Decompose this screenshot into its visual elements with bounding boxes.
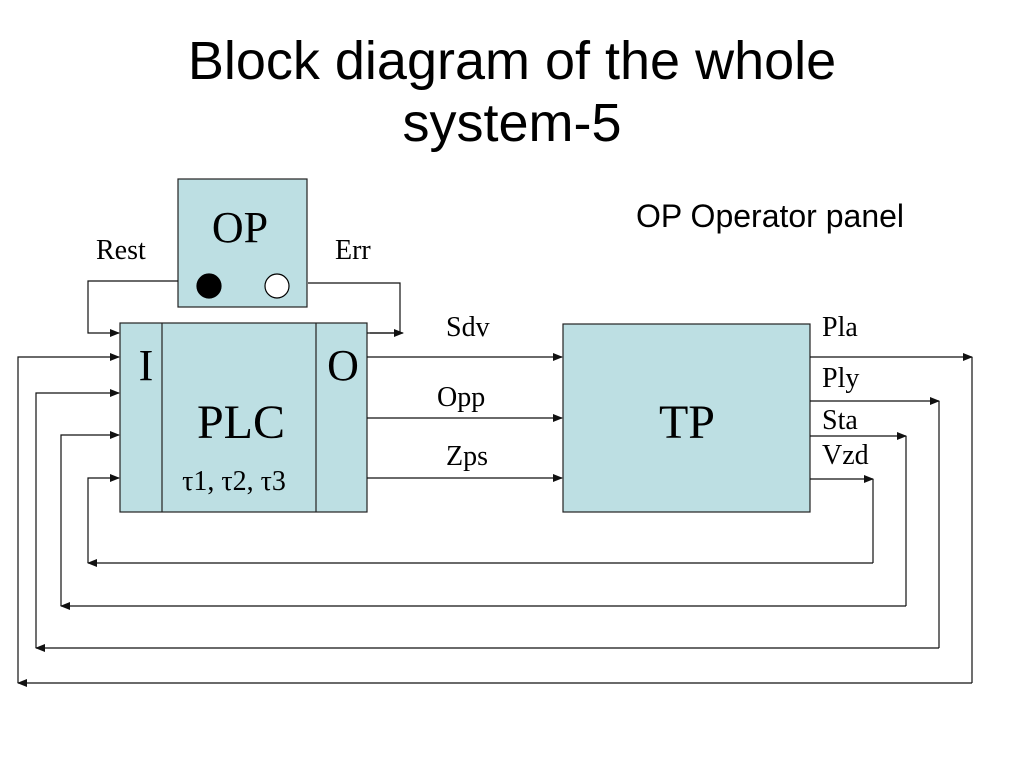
op-block: OP — [177, 178, 308, 308]
tp-output-signals: Pla Ply Sta Vzd — [810, 312, 973, 483]
sta-feedback-input — [60, 431, 120, 606]
ply-label: Ply — [822, 363, 859, 394]
ply-feedback-input — [35, 389, 120, 648]
op-label: OP — [212, 203, 268, 252]
err-label: Err — [335, 235, 371, 266]
sta-label: Sta — [822, 405, 858, 436]
filled-indicator-icon — [196, 273, 222, 299]
rest-signal-line — [87, 280, 178, 337]
tp-block: TP — [562, 323, 811, 513]
tp-label: TP — [659, 396, 715, 449]
sdv-label: Sdv — [446, 312, 490, 343]
hollow-indicator-icon — [264, 273, 290, 299]
plc-block: I O PLC τ1, τ2, τ3 — [119, 322, 368, 513]
rest-label: Rest — [96, 235, 146, 266]
pla-feedback-input — [17, 353, 120, 683]
plc-input-label: I — [139, 341, 154, 390]
opp-label: Opp — [437, 382, 485, 413]
title-line-1: Block diagram of the whole — [187, 31, 837, 91]
slide-title: Block diagram of the whole system-5 — [0, 30, 1024, 154]
title-line-2: system-5 — [402, 93, 622, 153]
plc-output-label: O — [327, 341, 359, 390]
zps-label: Zps — [446, 441, 488, 472]
plc-timers: τ1, τ2, τ3 — [182, 466, 286, 497]
plc-tp-signals: Sdv Opp Zps — [367, 312, 563, 482]
vzd-label: Vzd — [822, 440, 869, 471]
pla-label: Pla — [822, 312, 858, 343]
op-plc-signals: Rest Err — [87, 235, 404, 337]
abbreviation-note: OP Operator panel — [636, 198, 905, 234]
vzd-feedback-input — [87, 474, 120, 563]
plc-label: PLC — [197, 396, 285, 449]
feedback-loops — [17, 353, 973, 687]
